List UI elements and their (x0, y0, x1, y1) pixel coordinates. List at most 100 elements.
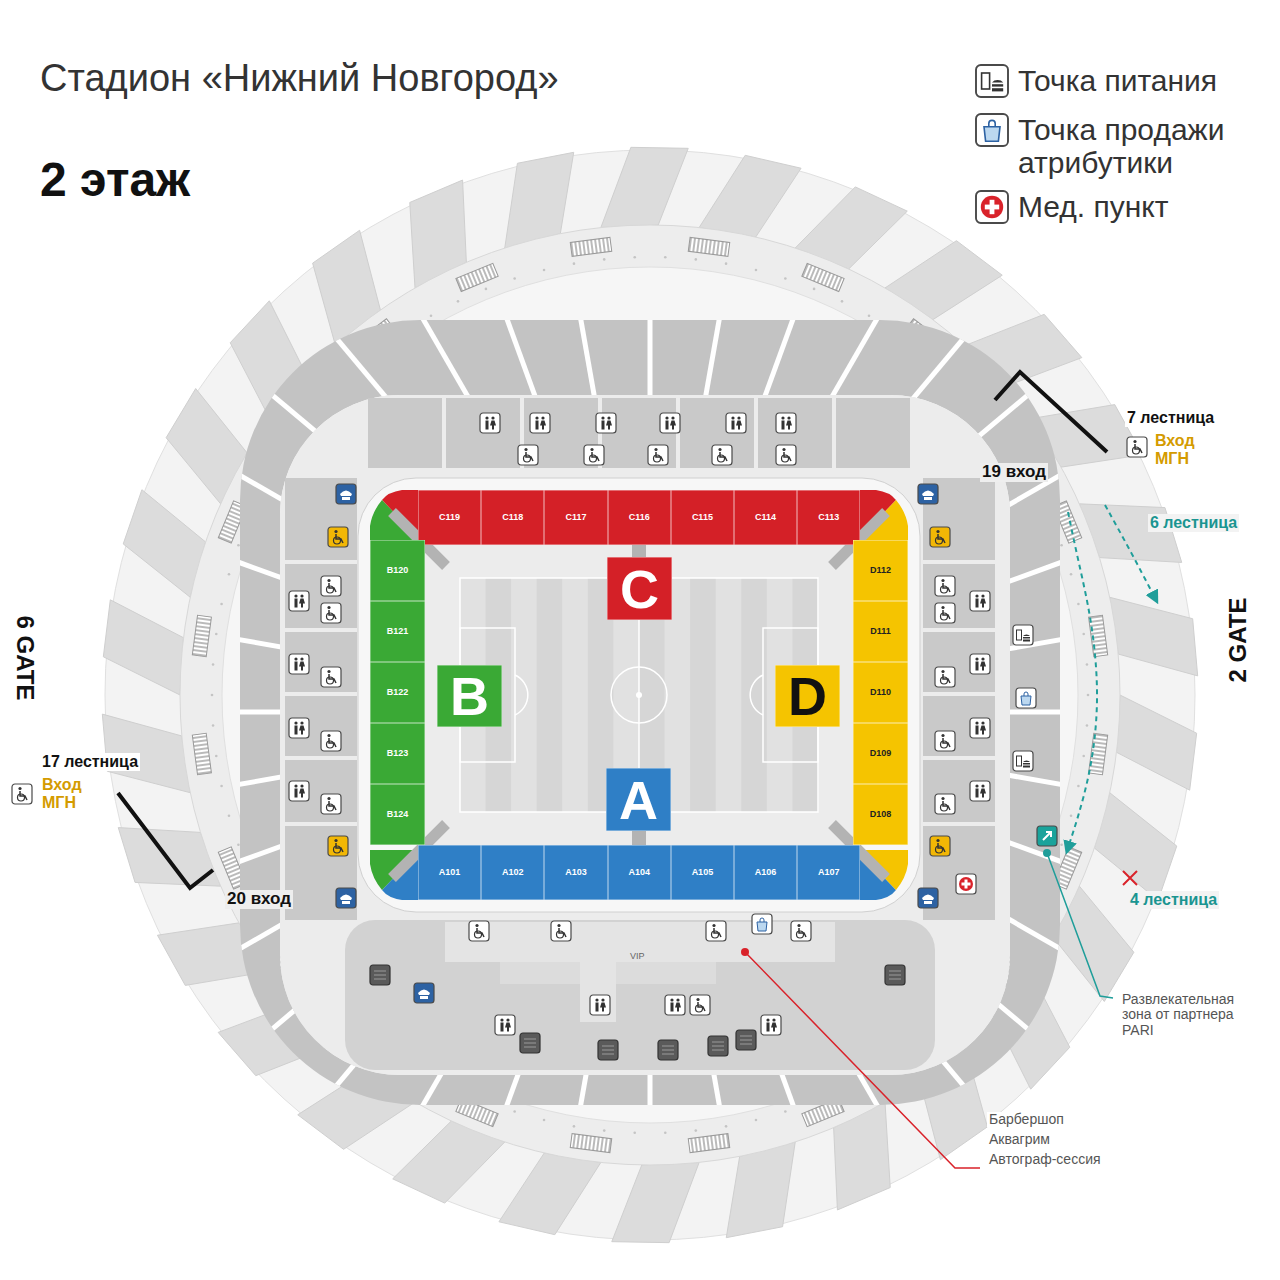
icon-glyph (601, 998, 604, 1001)
wc-icon (480, 413, 500, 433)
sector-number: C117 (565, 513, 586, 522)
icon-glyph (980, 726, 986, 735)
dis-icon (12, 784, 32, 804)
sector-box: C115 (671, 490, 734, 545)
icon-frame (970, 591, 990, 611)
pitch-stripe (537, 578, 563, 812)
icon-glyph (294, 721, 297, 724)
staircase (570, 1134, 611, 1153)
icon-glyph (374, 971, 386, 979)
dis-icon (1127, 437, 1147, 457)
dark-icon (708, 1036, 728, 1056)
seat-block (285, 632, 357, 692)
icon-glyph (975, 721, 978, 724)
icon-glyph (989, 120, 995, 126)
icon-glyph (767, 1023, 770, 1032)
icon-frame (976, 114, 1008, 146)
stand-letter: C (620, 562, 659, 616)
icon-frame (970, 654, 990, 674)
dis-icon (584, 445, 604, 465)
icon-frame (321, 603, 341, 623)
icon-glyph (676, 998, 679, 1001)
icon-glyph (976, 599, 979, 608)
icon-glyph (671, 416, 674, 419)
dis-icon (791, 921, 811, 941)
sector-box: C117 (544, 490, 607, 545)
dark-icon (736, 1030, 756, 1050)
icon-glyph (941, 670, 944, 673)
concourse-dot (215, 633, 218, 636)
dis-icon (518, 445, 538, 465)
sector-box: C118 (481, 490, 544, 545)
sector-box: D112 (853, 540, 908, 601)
vip-passage (580, 960, 616, 1022)
icon-glyph (327, 586, 334, 593)
staircase-steps (688, 1134, 729, 1153)
sector-number: B124 (387, 810, 409, 819)
concourse-dot (694, 258, 697, 261)
icon-frame (712, 445, 732, 465)
icon-glyph (505, 1023, 511, 1032)
stair-label: 6 лестница (1148, 514, 1239, 532)
icon-glyph (976, 726, 979, 735)
facade-panel (601, 147, 688, 227)
icon-glyph (782, 455, 789, 462)
icon-frame (648, 445, 668, 465)
icon-glyph (595, 998, 598, 1001)
sector-number: A106 (755, 868, 777, 877)
seat-block (285, 696, 357, 756)
concourse-dot (543, 1119, 546, 1122)
icon-glyph (500, 1018, 503, 1021)
center-circle (611, 667, 667, 723)
icon-frame (970, 781, 990, 801)
icon-glyph (696, 1005, 703, 1012)
staircase (570, 237, 611, 256)
icon-glyph (992, 88, 1003, 91)
icon-frame (414, 983, 434, 1003)
icon-frame (530, 413, 550, 433)
icon-glyph (665, 416, 668, 419)
icon-glyph (782, 448, 785, 451)
icon-glyph (975, 784, 978, 787)
dark-icon (370, 965, 390, 985)
concourse-dot (212, 663, 215, 666)
icon-frame (970, 718, 990, 738)
dis-icon (712, 445, 732, 465)
icon-glyph (524, 455, 531, 462)
icon-glyph (941, 734, 944, 737)
icon-glyph (985, 205, 999, 210)
icon-glyph (327, 613, 334, 620)
concourse-dot (664, 1131, 667, 1134)
icon-glyph (941, 741, 948, 748)
field-ground (425, 545, 853, 845)
wc-icon (596, 413, 616, 433)
icon-glyph (342, 901, 350, 904)
sector-number: A102 (502, 868, 524, 877)
dis-icon (321, 794, 341, 814)
penalty-arc (750, 675, 763, 715)
icon-glyph (936, 530, 939, 533)
sector-box: B122 (370, 662, 425, 723)
sector-number: A104 (628, 868, 650, 877)
icon-frame (321, 794, 341, 814)
wc-icon (776, 413, 796, 433)
staircase-steps (802, 263, 844, 291)
icon-glyph (541, 416, 544, 419)
icon-glyph (766, 1018, 769, 1021)
dis-icon (648, 445, 668, 465)
mgn-icon (328, 836, 348, 856)
staircase (802, 263, 844, 291)
icon-glyph (992, 80, 1003, 82)
icon-glyph (732, 421, 735, 430)
seat-block (285, 826, 357, 920)
leader-dot (1043, 849, 1051, 857)
icon-glyph (535, 416, 538, 419)
icon-frame (736, 1030, 756, 1050)
wc-icon (289, 591, 309, 611)
icon-frame (708, 1036, 728, 1056)
icon-glyph (975, 594, 978, 597)
sector-box: D110 (853, 662, 908, 723)
icon-glyph (1023, 634, 1030, 636)
concourse-dot (1070, 814, 1073, 817)
wc-icon (289, 654, 309, 674)
